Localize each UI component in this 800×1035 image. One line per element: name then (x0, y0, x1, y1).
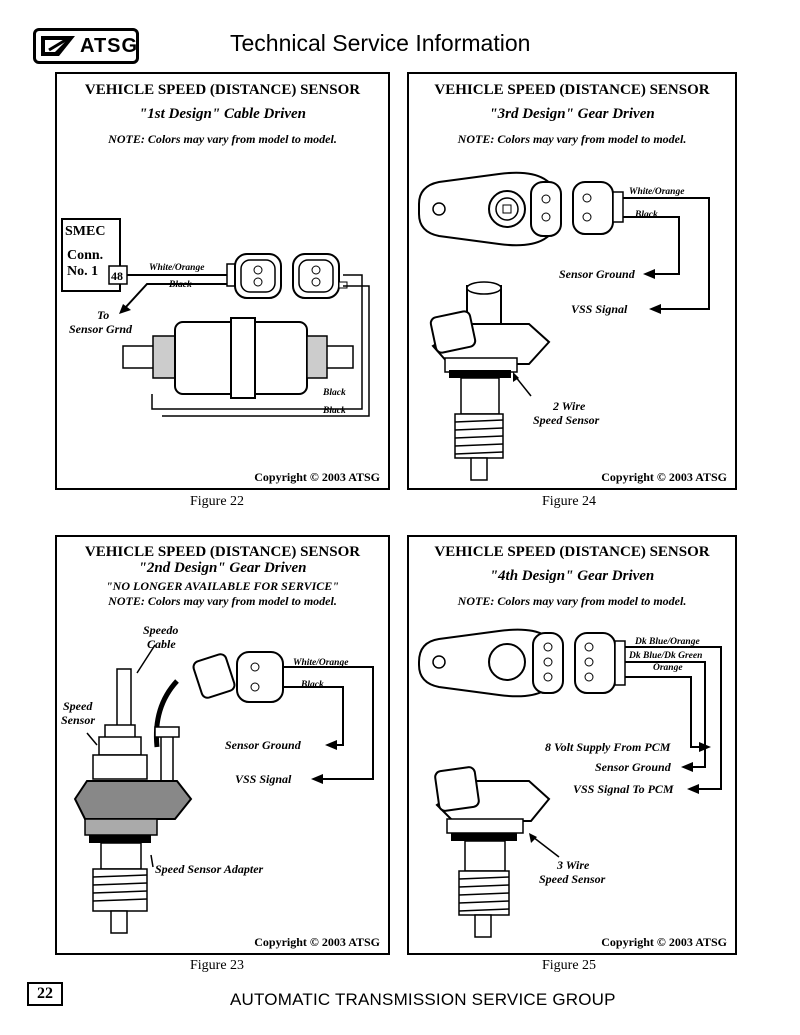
figure-22-caption: Figure 22 (190, 494, 245, 509)
panel-note: NOTE: Colors may vary from model to mode… (457, 132, 687, 146)
panel-note: NOTE: Colors may vary from model to mode… (108, 132, 337, 146)
two-wire-sensor-diagram (418, 171, 710, 481)
wire-black: Black (169, 280, 192, 290)
panel-note: NOTE: Colors may vary from model to mode… (457, 594, 687, 608)
wire-white-orange: White/Orange (629, 187, 685, 197)
two-wire-label: 2 Wire (553, 399, 586, 413)
wire-black: Black (301, 680, 324, 690)
smec-label: SMEC (65, 224, 106, 239)
panel-subtitle: "2nd Design" Gear Driven (138, 560, 307, 576)
conn-no-label: No. 1 (67, 264, 99, 279)
panel-title: VEHICLE SPEED (DISTANCE) SENSOR (434, 544, 710, 560)
gear-driven-sensor-diagram (73, 644, 374, 934)
panel-4th-design: VEHICLE SPEED (DISTANCE) SENSOR "4th Des… (407, 535, 737, 955)
wire-black-3: Black (323, 406, 346, 416)
cable-driven-sensor-diagram (61, 218, 370, 417)
sensor-grnd-label: Sensor Grnd (69, 322, 133, 336)
page-number: 22 (27, 982, 63, 1006)
supply-label: 8 Volt Supply From PCM (545, 740, 671, 754)
vss-signal-label: VSS Signal (235, 772, 292, 786)
sensor-ground-label: Sensor Ground (595, 760, 671, 774)
speedo-label: Speedo (143, 623, 179, 637)
speed-sensor-label: Speed Sensor (539, 872, 606, 886)
panel-1st-design: VEHICLE SPEED (DISTANCE) SENSOR "1st Des… (55, 72, 390, 490)
copyright: Copyright © 2003 ATSG (601, 470, 727, 484)
page-title: Technical Service Information (230, 30, 531, 56)
panel-note: NOTE: Colors may vary from model to mode… (108, 594, 337, 608)
sensor-ground-label: Sensor Ground (225, 738, 301, 752)
vss-to-pcm-label: VSS Signal To PCM (573, 782, 674, 796)
to-label: To (97, 308, 110, 322)
service-note: "NO LONGER AVAILABLE FOR SERVICE" (106, 579, 339, 593)
wire-dk-blue-orange: Dk Blue/Orange (635, 637, 700, 647)
three-wire-sensor-diagram (418, 628, 722, 938)
adapter-label: Speed Sensor Adapter (155, 862, 264, 876)
figure-25-caption: Figure 25 (542, 958, 597, 973)
cable-label: Cable (147, 637, 176, 651)
footer-text: AUTOMATIC TRANSMISSION SERVICE GROUP (230, 990, 616, 1009)
wire-orange: Orange (653, 663, 683, 673)
wire-black: Black (635, 210, 658, 220)
sensor-ground-label: Sensor Ground (559, 267, 635, 281)
atsg-logo: ATSG (33, 28, 139, 64)
logo-text: ATSG (80, 35, 139, 57)
wire-white-orange: White/Orange (293, 658, 349, 668)
wire-black-2: Black (323, 388, 346, 398)
figure-23-caption: Figure 23 (190, 958, 245, 973)
copyright: Copyright © 2003 ATSG (254, 935, 380, 949)
wire-white-orange: White/Orange (149, 263, 205, 273)
panel-2nd-design: VEHICLE SPEED (DISTANCE) SENSOR "2nd Des… (55, 535, 390, 955)
figure-24-caption: Figure 24 (542, 494, 597, 509)
panel-title: VEHICLE SPEED (DISTANCE) SENSOR (84, 82, 361, 98)
speed-sensor-label: Speed Sensor (533, 413, 600, 427)
vss-signal-label: VSS Signal (571, 302, 628, 316)
panel-subtitle: "1st Design" Cable Driven (138, 106, 307, 122)
three-wire-label: 3 Wire (557, 858, 590, 872)
panel-title: VEHICLE SPEED (DISTANCE) SENSOR (434, 82, 710, 98)
copyright: Copyright © 2003 ATSG (601, 935, 727, 949)
sensor-label: Sensor (61, 713, 96, 727)
speed-label: Speed (63, 699, 93, 713)
panel-subtitle: "4th Design" Gear Driven (489, 568, 655, 584)
logo-emblem-icon (41, 36, 75, 56)
copyright: Copyright © 2003 ATSG (254, 470, 380, 484)
panel-title: VEHICLE SPEED (DISTANCE) SENSOR (84, 544, 361, 560)
conn-label: Conn. (67, 248, 104, 263)
panel-subtitle: "3rd Design" Gear Driven (489, 106, 655, 122)
wire-dk-blue-dk-green: Dk Blue/Dk Green (629, 651, 703, 661)
pin-number: 48 (111, 269, 123, 283)
panel-3rd-design: VEHICLE SPEED (DISTANCE) SENSOR "3rd Des… (407, 72, 737, 490)
